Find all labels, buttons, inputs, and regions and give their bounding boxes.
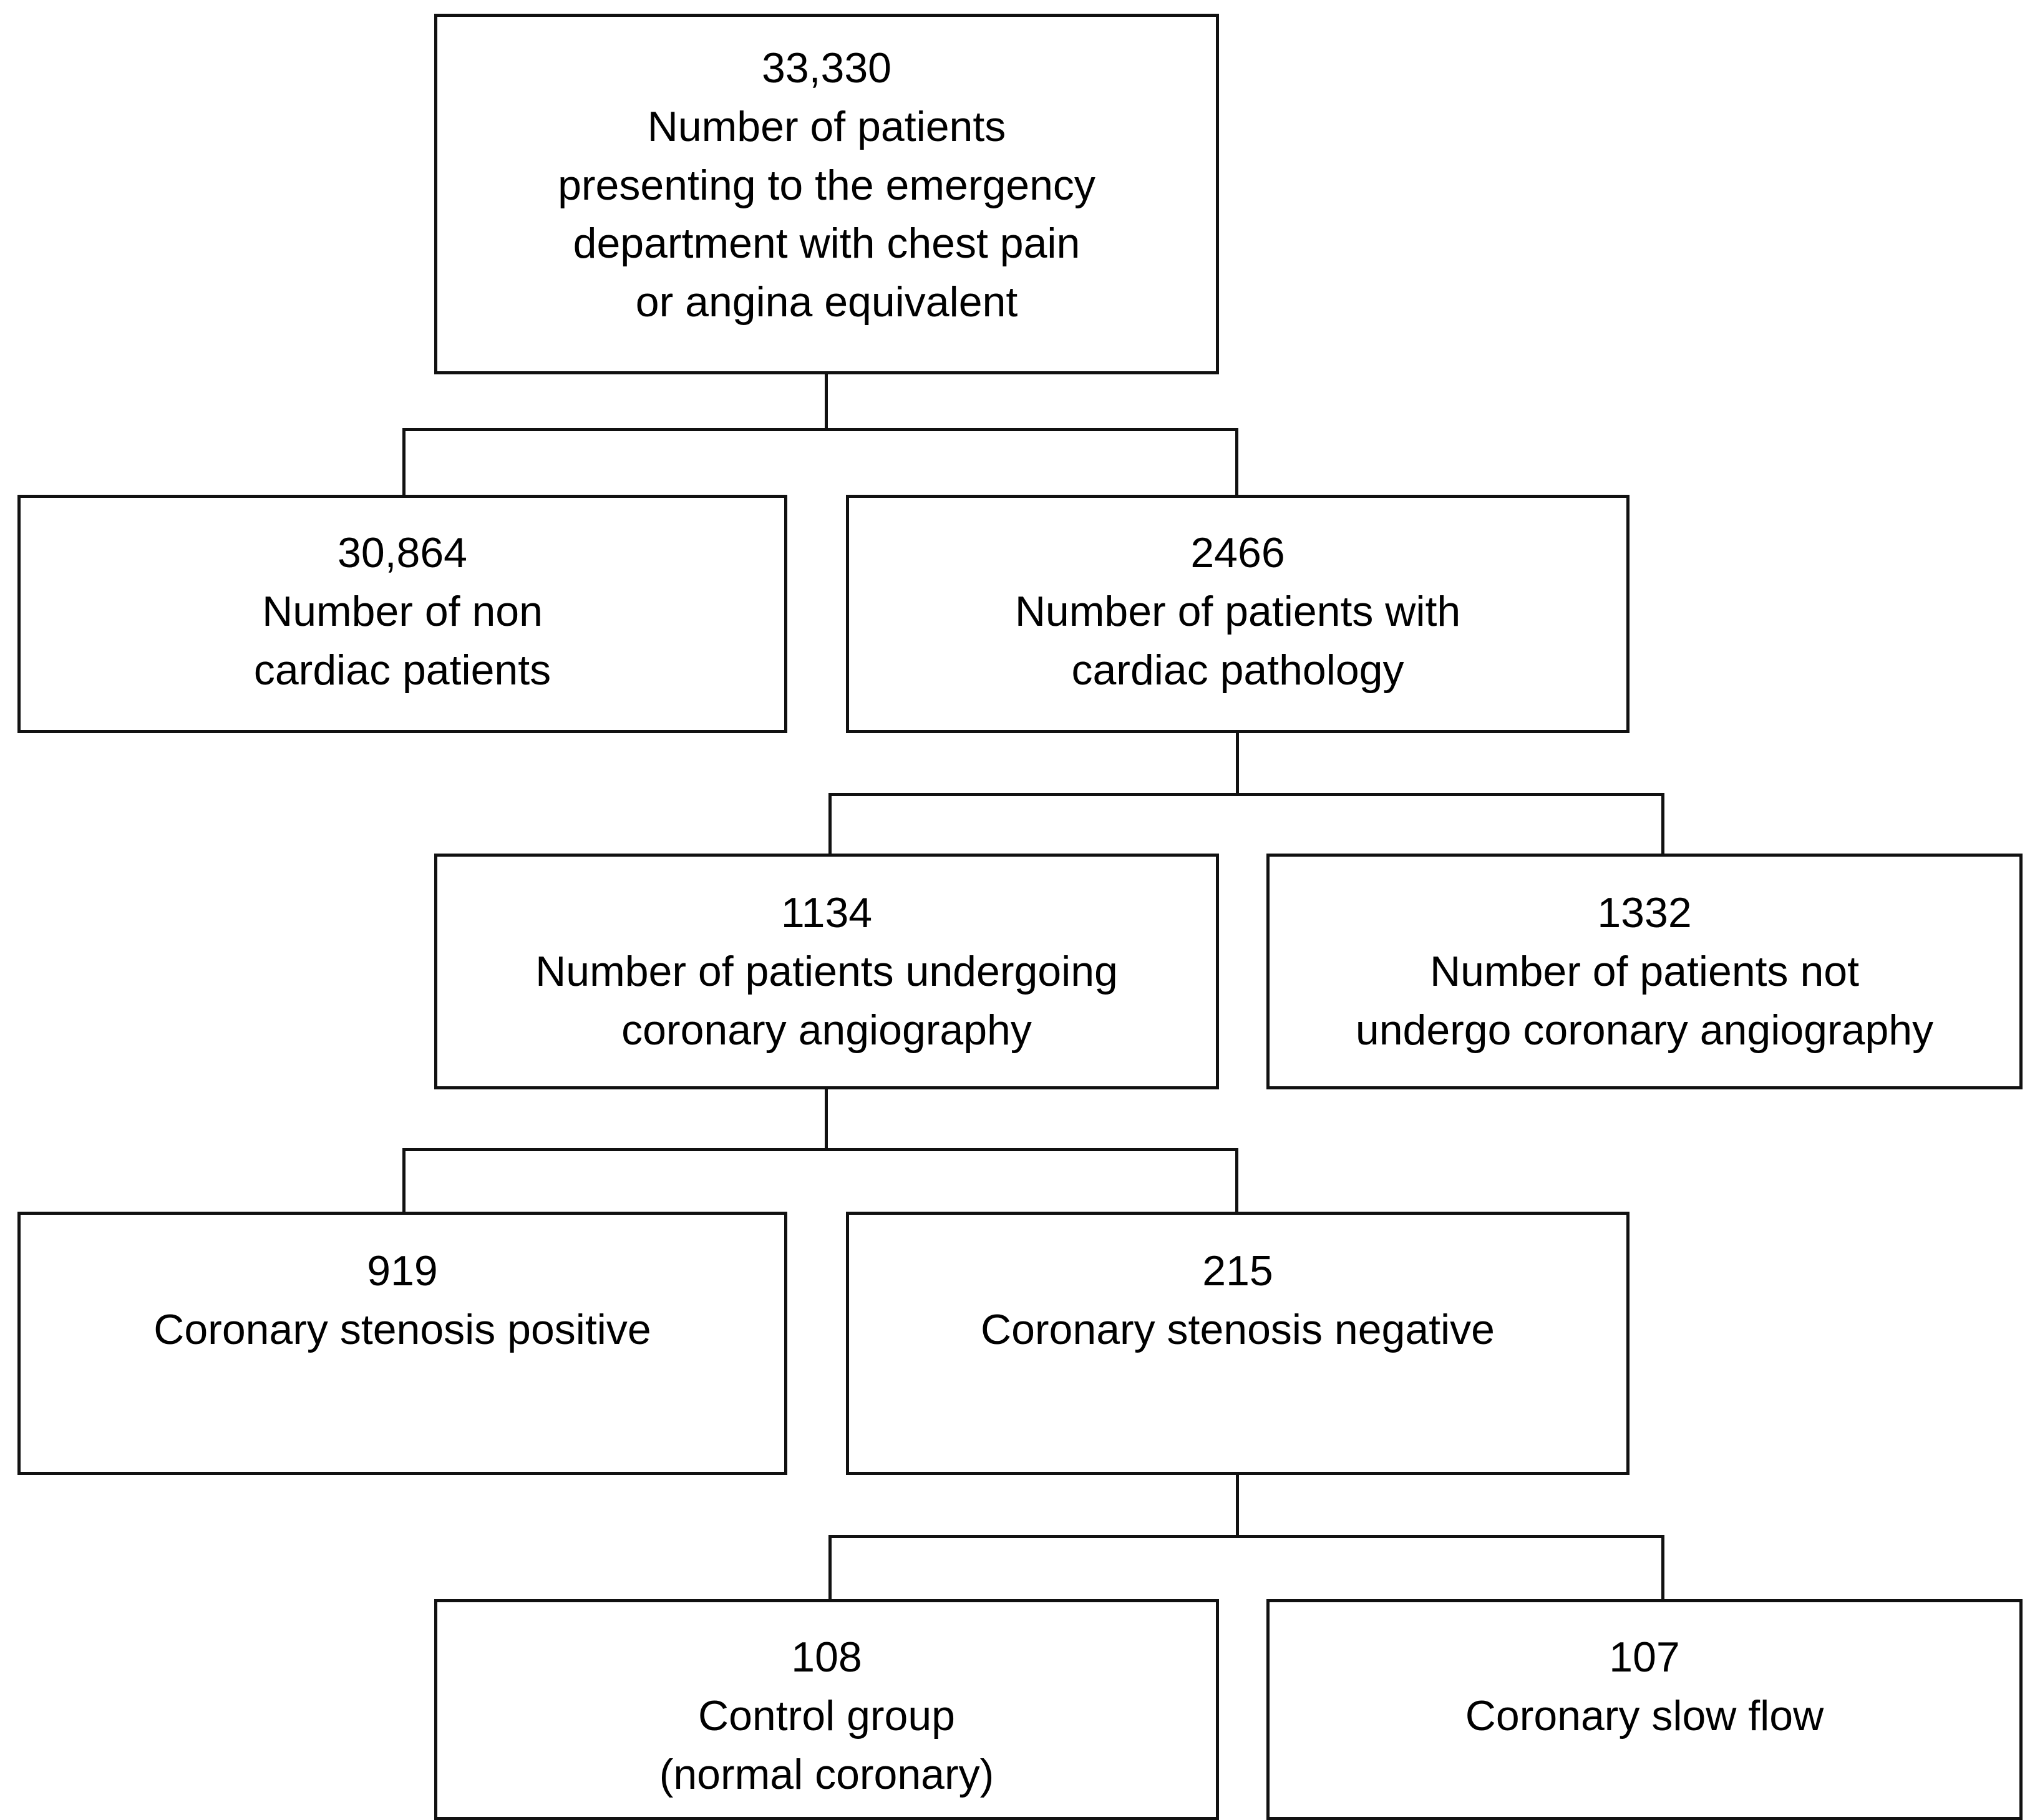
connector-n3-bus [828,793,1664,796]
node-label-line: department with chest pain [573,220,1081,268]
node-label-line: undergo coronary angiography [1355,1006,1934,1054]
connector-n9-drop [1661,1535,1664,1602]
connector-n7-stem [1236,1475,1239,1537]
node-count: 215 [1202,1247,1273,1295]
connector-n8-drop [828,1535,832,1602]
connector-n5-drop [1661,793,1664,857]
node-label-line: Number of patients [647,102,1006,150]
node-count: 108 [791,1633,862,1681]
node-coronary-slow-flow: 107 Coronary slow flow [1266,1599,2023,1820]
connector-n3-stem [1236,733,1239,796]
node-label-line: Number of patients not [1430,947,1859,995]
node-label-line: Coronary stenosis negative [980,1305,1495,1353]
node-label-line: coronary angiography [621,1006,1032,1054]
node-label-line: Number of patients undergoing [535,947,1118,995]
connector-n3-drop [1235,428,1238,497]
node-stenosis-positive: 919 Coronary stenosis positive [17,1212,787,1475]
node-count: 30,864 [338,529,467,577]
connector-n6-drop [402,1148,406,1214]
node-label-line: Coronary slow flow [1465,1691,1824,1740]
node-undergoing-angiography: 1134 Number of patients undergoing coron… [434,854,1219,1089]
node-non-cardiac: 30,864 Number of non cardiac patients [17,495,787,733]
connector-n1-stem [825,374,828,431]
node-total-presenting: 33,330 Number of patients presenting to … [434,14,1219,374]
node-control-group: 108 Control group (normal coronary) [434,1599,1219,1820]
node-label-line: cardiac patients [253,646,551,694]
node-label-line: cardiac pathology [1071,646,1404,694]
node-label-line: or angina equivalent [635,278,1018,326]
node-not-undergo-angiography: 1332 Number of patients not undergo coro… [1266,854,2023,1089]
connector-n7-drop [1235,1148,1238,1214]
node-count: 1332 [1597,889,1692,937]
connector-n4-bus [402,1148,1238,1151]
node-label-line: (normal coronary) [659,1750,994,1798]
node-count: 2466 [1190,529,1285,577]
node-cardiac-pathology: 2466 Number of patients with cardiac pat… [846,495,1630,733]
node-count: 919 [367,1247,438,1295]
node-label-line: Number of non [262,587,543,635]
connector-n4-drop [828,793,832,857]
node-label-line: presenting to the emergency [558,161,1095,209]
connector-n2-drop [402,428,406,497]
node-label-line: Control group [697,1691,956,1740]
node-label-line: Coronary stenosis positive [153,1305,651,1353]
connector-n7-bus [828,1535,1664,1538]
node-count: 1134 [780,889,873,937]
node-count: 33,330 [762,44,891,92]
node-count: 107 [1609,1633,1680,1681]
node-stenosis-negative: 215 Coronary stenosis negative [846,1212,1630,1475]
connector-n1-bus [402,428,1238,431]
node-label-line: Number of patients with [1014,587,1461,635]
connector-n4-stem [825,1089,828,1151]
